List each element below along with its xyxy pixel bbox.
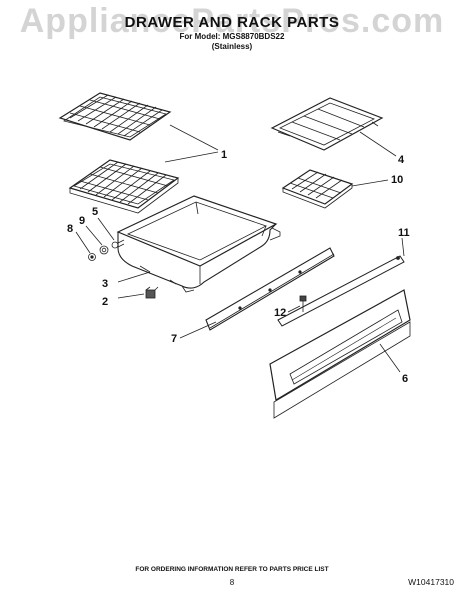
drawer-front-screw (299, 295, 307, 312)
finish-subtitle: (Stainless) (211, 42, 253, 51)
small-rack (281, 169, 354, 209)
document-code: W10417310 (408, 577, 454, 587)
callout-9: 9 (79, 215, 85, 227)
model-subtitle: For Model: MGS8870BDS22 (179, 32, 285, 41)
callout-1: 1 (221, 149, 227, 161)
callout-2: 2 (102, 296, 108, 308)
oven-rack-upper (58, 92, 172, 141)
watermark: AppliancePartsPros.com (19, 2, 445, 40)
callout-8: 8 (67, 223, 73, 235)
callout-6: 6 (402, 373, 408, 385)
page-title: DRAWER AND RACK PARTS (124, 14, 340, 31)
page-number: 8 (229, 578, 235, 587)
callout-4: 4 (398, 154, 405, 166)
kick-plate (205, 247, 335, 331)
drawer-trim-rail (277, 255, 405, 327)
callout-10: 10 (391, 174, 403, 186)
ordering-note: FOR ORDERING INFORMATION REFER TO PARTS … (135, 566, 329, 573)
drawer-front-panel (269, 289, 411, 419)
callout-11: 11 (398, 227, 410, 239)
storage-drawer (116, 195, 281, 293)
oven-rack-lower (68, 159, 180, 214)
drawer-slide-hardware (88, 239, 125, 261)
callout-5: 5 (92, 206, 98, 218)
drawer-clip (145, 286, 159, 299)
callout-12: 12 (274, 307, 286, 319)
callout-7: 7 (171, 333, 177, 345)
callout-3: 3 (102, 278, 108, 290)
broil-rack (270, 97, 384, 151)
